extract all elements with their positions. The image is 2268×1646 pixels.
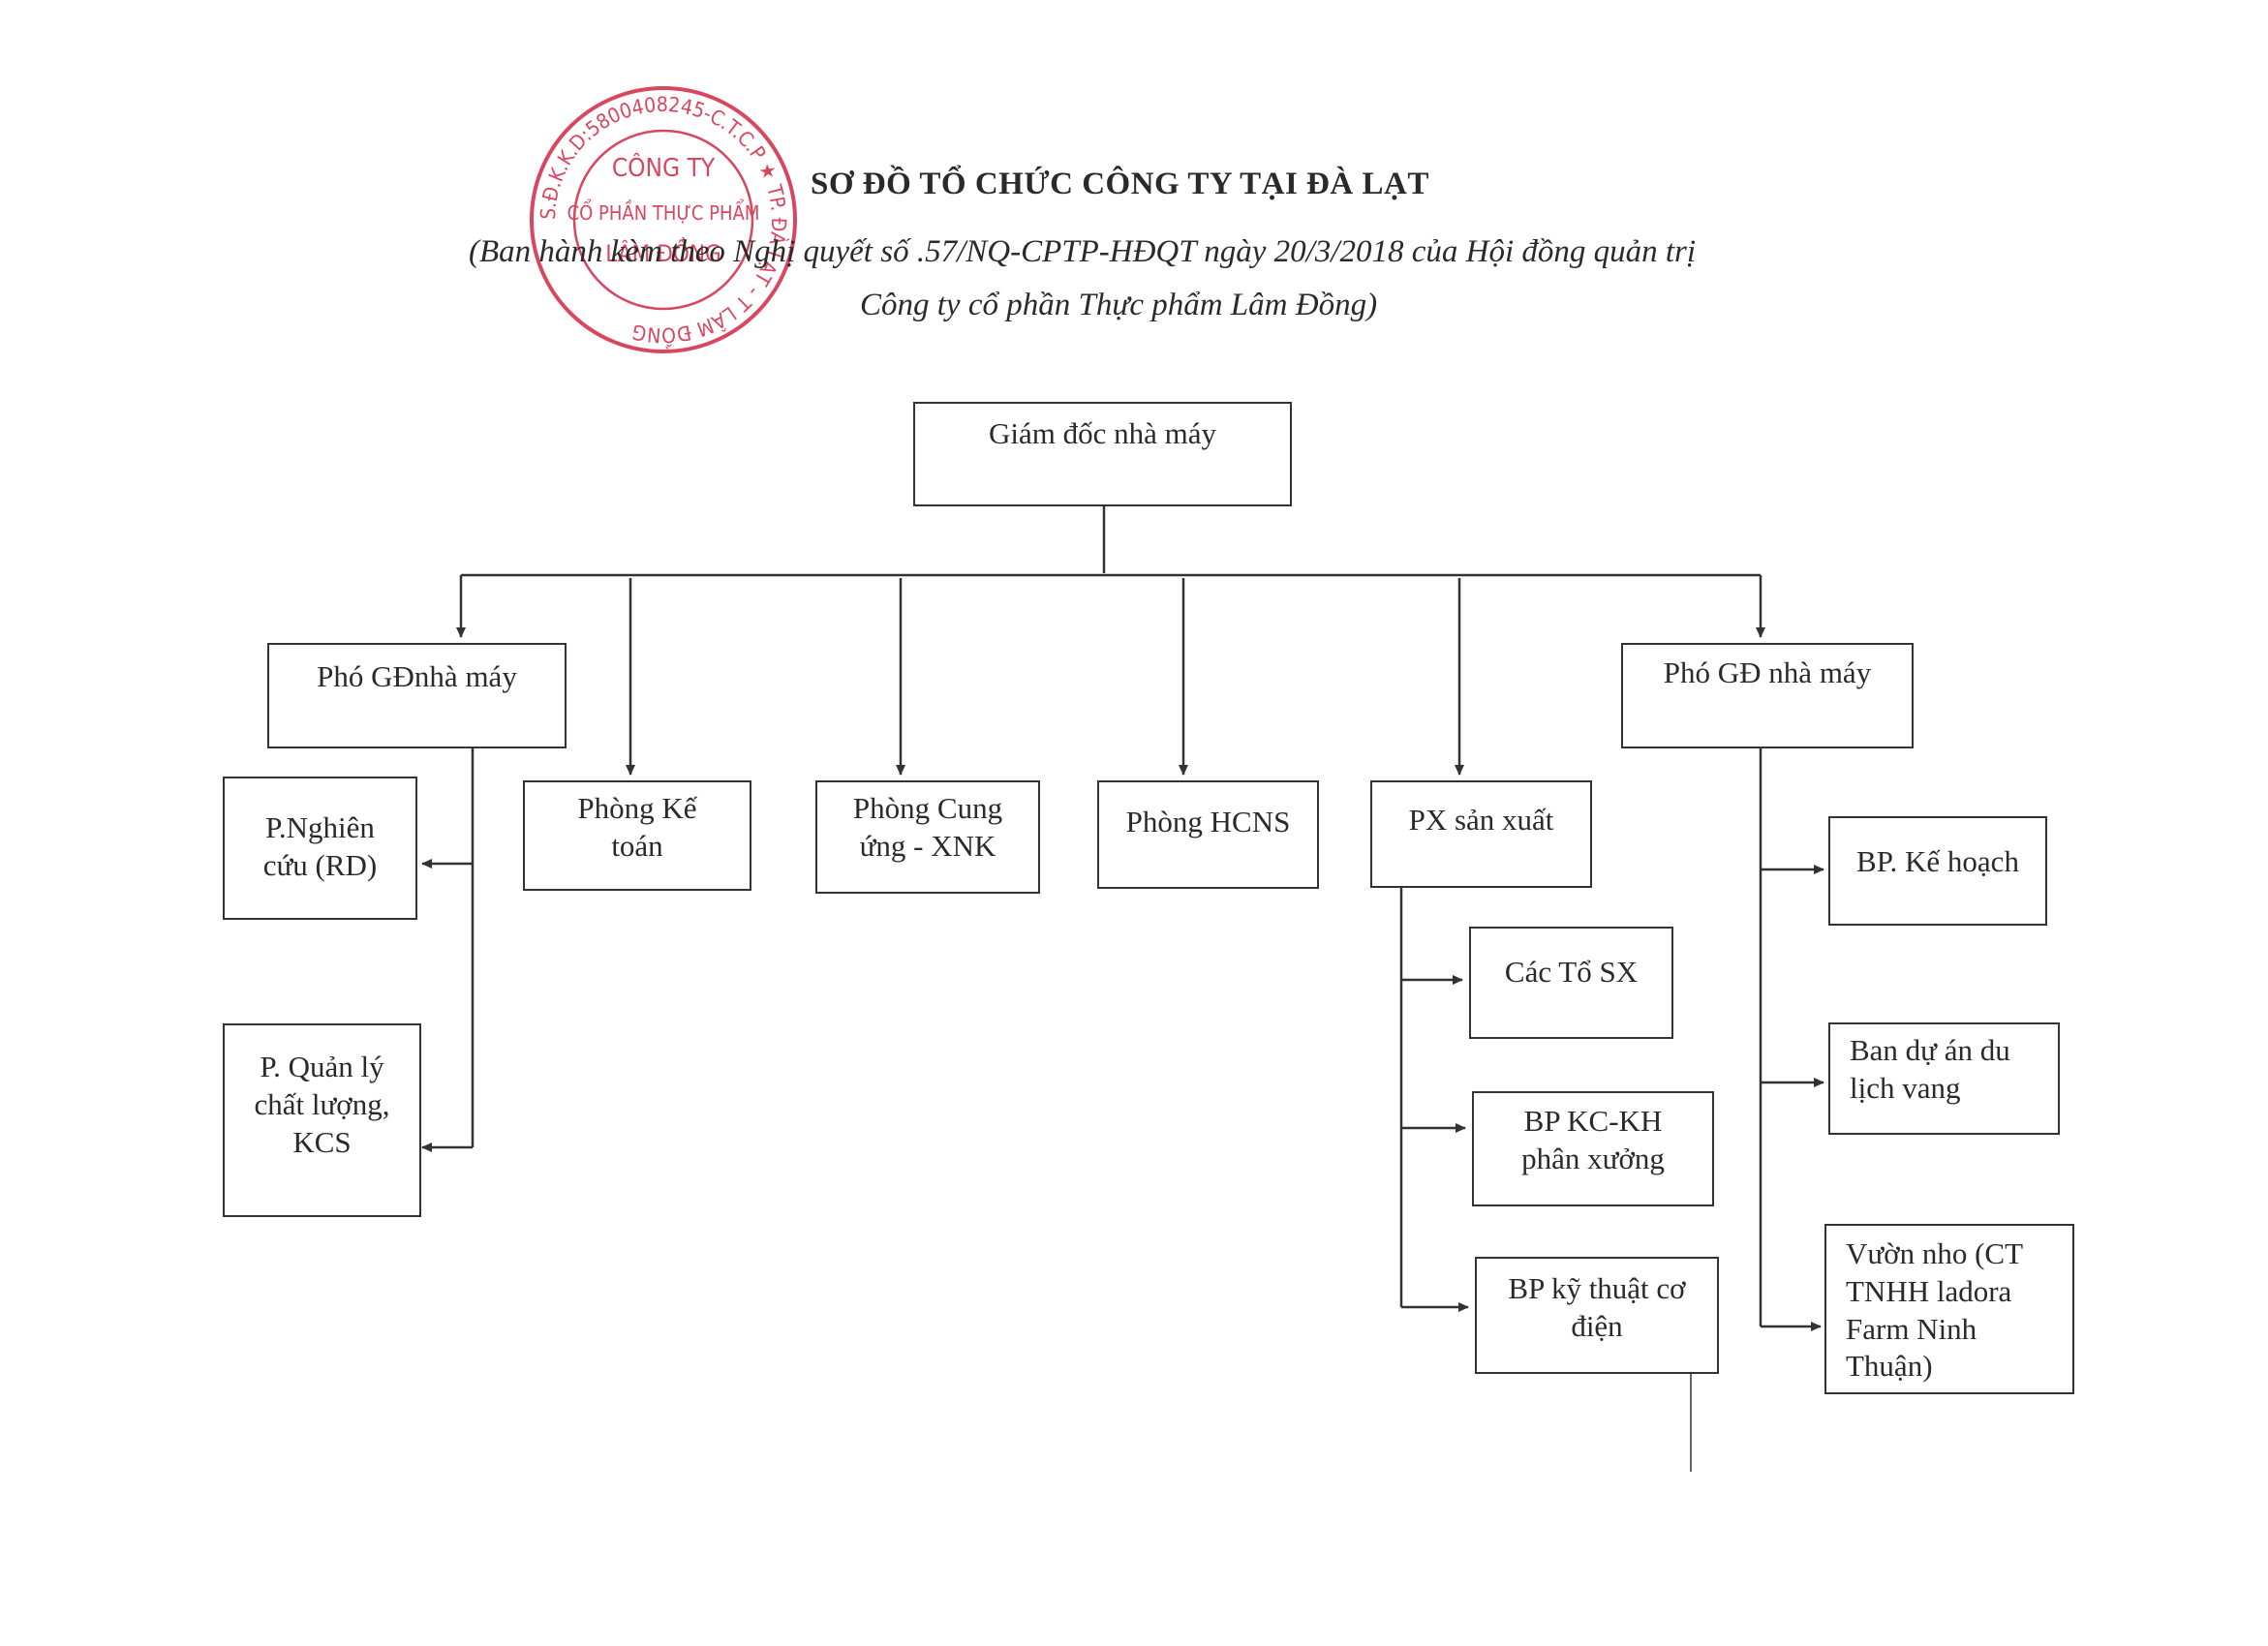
node-mechanical: BP kỹ thuật cơ điện xyxy=(1475,1257,1719,1374)
node-vineyard: Vườn nho (CT TNHH ladora Farm Ninh Thuận… xyxy=(1824,1224,2074,1394)
node-research: P.Nghiên cứu (RD) xyxy=(223,777,417,920)
node-teams: Các Tổ SX xyxy=(1469,927,1673,1039)
node-quality-label: P. Quản lý chất lượng, KCS xyxy=(254,1050,390,1159)
node-mechanical-label: BP kỹ thuật cơ điện xyxy=(1508,1271,1686,1343)
node-kckh-label: BP KC-KH phân xưởng xyxy=(1521,1104,1665,1175)
node-accounting: Phòng Kế toán xyxy=(523,780,751,891)
node-supply-label: Phòng Cung ứng - XNK xyxy=(852,791,1003,863)
seal-line-2: CỔ PHẦN THỰC PHẨM xyxy=(567,199,760,225)
node-deputy-right: Phó GĐ nhà máy xyxy=(1621,643,1914,748)
node-director: Giám đốc nhà máy xyxy=(913,402,1292,506)
node-workshop: PX sản xuất xyxy=(1370,780,1592,888)
seal-line-1: CÔNG TY xyxy=(612,152,716,183)
node-director-label: Giám đốc nhà máy xyxy=(988,416,1216,450)
seal-line-3: LÂM ĐỒNG xyxy=(605,236,720,267)
node-deputy-left-label: Phó GĐnhà máy xyxy=(317,659,517,693)
node-hr-label: Phòng HCNS xyxy=(1125,805,1291,838)
node-kckh: BP KC-KH phân xưởng xyxy=(1472,1091,1714,1206)
node-workshop-label: PX sản xuất xyxy=(1408,803,1554,837)
node-hr: Phòng HCNS xyxy=(1097,780,1319,889)
node-supply: Phòng Cung ứng - XNK xyxy=(815,780,1040,894)
diagram-subtitle-line2: Công ty cổ phần Thực phẩm Lâm Đồng) xyxy=(860,288,1378,322)
node-planning-label: BP. Kế hoạch xyxy=(1856,844,2019,878)
node-quality: P. Quản lý chất lượng, KCS xyxy=(223,1023,421,1217)
node-planning: BP. Kế hoạch xyxy=(1828,816,2047,926)
node-teams-label: Các Tổ SX xyxy=(1504,955,1639,989)
diagram-subtitle-line1: (Ban hành kèm theo Nghị quyết số .57/NQ-… xyxy=(469,234,1697,269)
node-tourism: Ban dự án du lịch vang xyxy=(1828,1022,2060,1135)
company-seal: S.Đ.K.K.D:5800408245-C.T.C.P ★ TP. ĐÀ LẠ… xyxy=(530,86,797,353)
node-research-label: P.Nghiên cứu (RD) xyxy=(262,810,378,882)
node-tourism-label: Ban dự án du lịch vang xyxy=(1850,1033,2010,1105)
diagram-title: SƠ ĐỒ TỔ CHỨC CÔNG TY TẠI ĐÀ LẠT xyxy=(811,167,1429,201)
node-deputy-left: Phó GĐnhà máy xyxy=(267,643,567,748)
node-vineyard-label: Vườn nho (CT TNHH ladora Farm Ninh Thuận… xyxy=(1846,1236,2023,1384)
node-deputy-right-label: Phó GĐ nhà máy xyxy=(1663,655,1872,689)
node-accounting-label: Phòng Kế toán xyxy=(577,791,697,863)
